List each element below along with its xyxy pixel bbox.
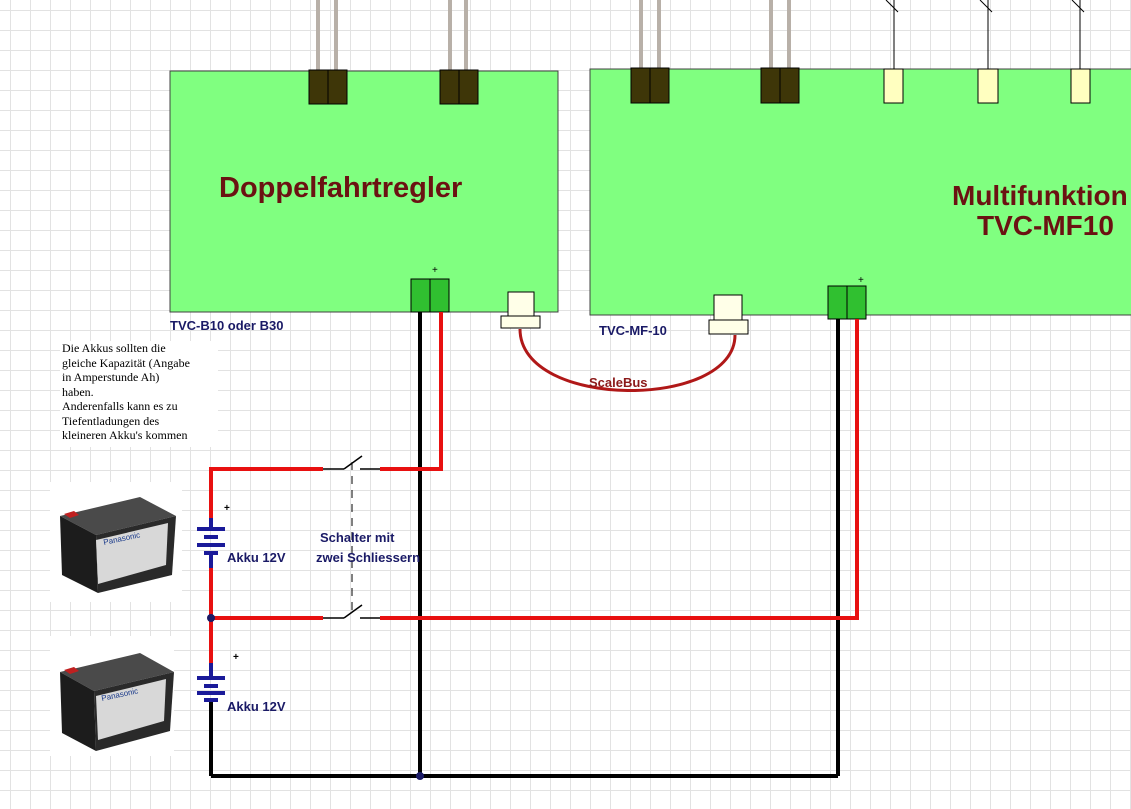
battery-image-bottom: Panasonic bbox=[50, 636, 174, 756]
function-output-terminals bbox=[883, 68, 1091, 104]
doppelfahrtregler-board bbox=[169, 70, 559, 313]
right-power-terminal bbox=[827, 285, 867, 320]
right-board-title-1: Multifunktion bbox=[952, 180, 1128, 211]
junction-dot-middle bbox=[207, 614, 215, 622]
positive-wires bbox=[209, 312, 859, 663]
left-board-subtitle: TVC-B10 oder B30 bbox=[170, 318, 283, 333]
akku-bottom-label: Akku 12V bbox=[227, 699, 286, 714]
left-board-title: Doppelfahrtregler bbox=[219, 172, 462, 204]
dual-switch bbox=[323, 455, 380, 619]
scalebus-connector-right bbox=[708, 294, 749, 335]
input-terminals bbox=[308, 67, 800, 105]
battery-symbol-bottom bbox=[197, 663, 225, 702]
akku-top-label: Akku 12V bbox=[227, 550, 286, 565]
switch-label-1: Schalter mit bbox=[320, 530, 395, 545]
battery-bottom-plus: + bbox=[233, 652, 239, 663]
switch-label-2: zwei Schliessern bbox=[316, 550, 420, 565]
function-output-leads bbox=[885, 0, 1085, 70]
capacity-note: Die Akkus sollten die gleiche Kapazität … bbox=[60, 341, 218, 447]
multifunktion-board bbox=[589, 68, 1131, 316]
left-power-terminal bbox=[410, 278, 450, 313]
junction-dot-bottom bbox=[416, 772, 424, 780]
scalebus-cable bbox=[518, 328, 737, 392]
battery-image-top: Panasonic bbox=[50, 482, 182, 602]
battery-symbol-top bbox=[197, 518, 225, 568]
scalebus-connector-left bbox=[500, 291, 541, 329]
negative-wires bbox=[209, 312, 840, 778]
right-board-subtitle: TVC-MF-10 bbox=[599, 323, 667, 338]
top-leads bbox=[316, 0, 791, 72]
battery-top-plus: + bbox=[224, 503, 230, 514]
right-board-title-2: TVC-MF10 bbox=[977, 210, 1114, 241]
right-terminal-plus: + bbox=[858, 275, 864, 286]
left-terminal-plus: + bbox=[432, 265, 438, 276]
scalebus-label: ScaleBus bbox=[589, 375, 648, 390]
